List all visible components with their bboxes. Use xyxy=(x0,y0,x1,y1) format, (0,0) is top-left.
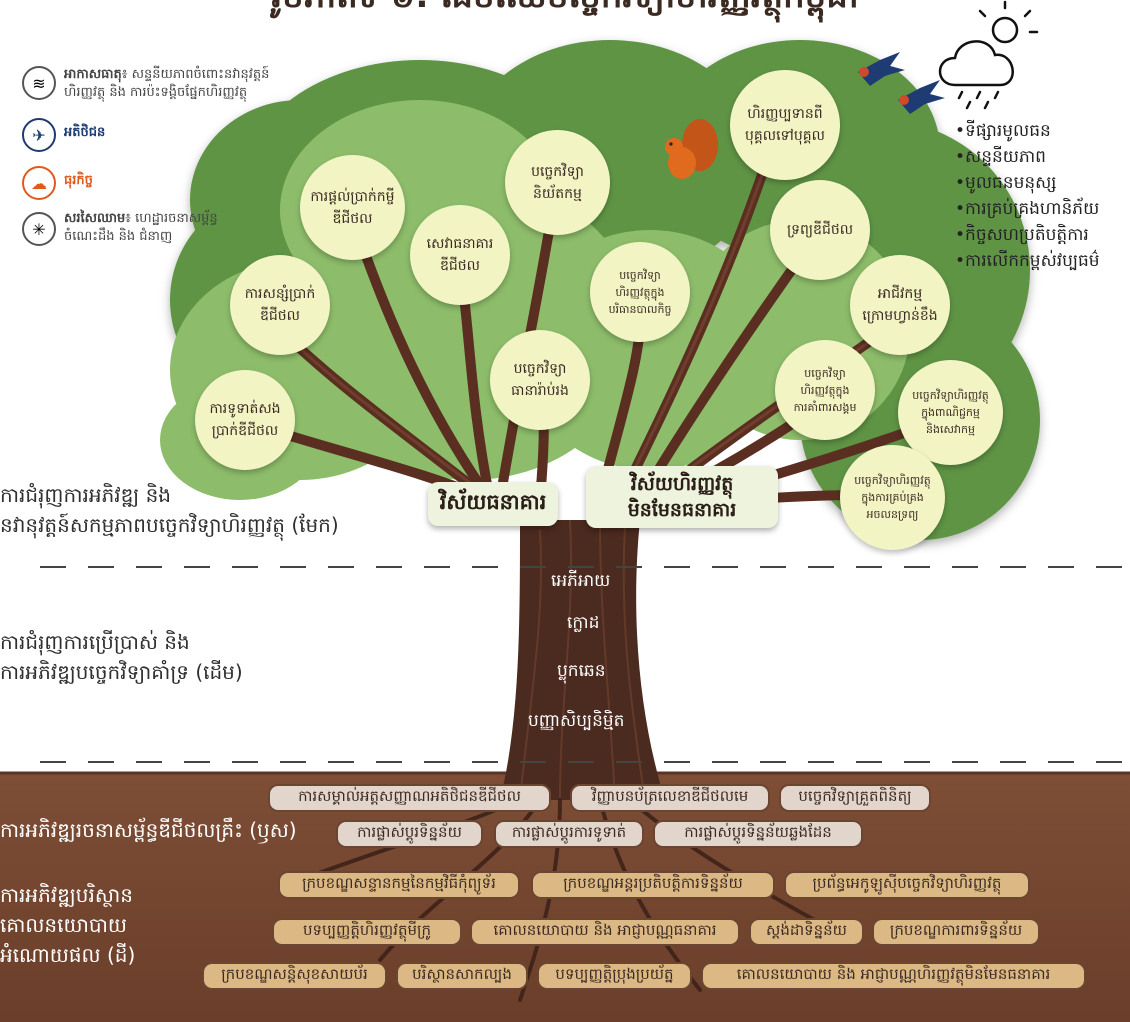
trunk-label-cloud: ក្លោដ xyxy=(567,613,600,633)
bubble-digital-lending: ការផ្តល់ប្រាក់កម្ចី ឌីជីថល xyxy=(300,155,405,260)
soil-pill: បទប្បញ្ញត្តិប្រុងប្រយ័ត្ន xyxy=(537,962,692,990)
legend-climate-text: ៖ សន្ទនីយភាពចំពោះនវានុវត្តន៍ ហិរញ្ញវត្ថុ… xyxy=(64,67,270,100)
soil-pill: គោលនយោបាយ និង អាជ្ញាបណ្ណធនាគារ xyxy=(470,918,740,946)
root-pill: បច្ចេកវិទ្យាគ្រួតពិនិត្យ xyxy=(779,784,931,812)
trunk-label-ai: បញ្ញាសិប្បនិម្មិត xyxy=(528,711,625,731)
soil-pill: ក្របខណ្ឌការពារទិន្នន័យ xyxy=(872,918,1040,946)
soil-pill: គោលនយោបាយ និង អាជ្ញាបណ្ណហិរញ្ញវត្ថុមិនមែ… xyxy=(701,962,1086,990)
soil-pill: ស្តង់ដាទិន្នន័យ xyxy=(749,918,864,946)
weather-factor-list: •ទីផ្សារមូលធន •សន្ទនីយភាព •មូលធនមនុស្ស •… xyxy=(955,118,1100,274)
bird-legend-icon: ✈ xyxy=(22,118,56,152)
squirrel-icon xyxy=(665,119,718,179)
side-label-trunk: ការជំរុញការប្រើប្រាស់ និង ការអភិវឌ្ឍបច្ច… xyxy=(0,630,243,684)
diagram-title: រូបភាពទី ៦: ដើមឈើបច្ចេកវិទ្យាហិរញ្ញវត្ថុ… xyxy=(0,0,1130,24)
weather-factor-item: •ទីផ្សារមូលធន xyxy=(955,121,1051,141)
water-icon: ≋ xyxy=(22,66,56,100)
legend-customers: អតិថិជន xyxy=(64,124,105,142)
soil-pill: បទប្បញ្ញត្តិហិរញ្ញវត្ថុមីក្រូ xyxy=(272,918,462,946)
soil-pill: ក្របខណ្ឌអន្តរប្រតិបត្តិការទិន្នន័យ xyxy=(531,871,775,899)
soil-pill: បរិស្ថានសាកល្បង xyxy=(396,962,528,990)
sector-banking: វិស័យធនាគារ xyxy=(428,482,558,526)
trunk-label-blockchain: ប្លុកឆេន xyxy=(557,661,606,681)
root-pill: ការផ្លាស់ប្តូរទិន្នន័យឆ្លងដែន xyxy=(653,820,863,848)
weather-icon xyxy=(938,0,1039,110)
bubble-p2p-lending: ហិរញ្ញប្បទានពី បុគ្គលទៅបុគ្គល xyxy=(730,70,840,180)
bubble-digital-payments: ការទូទាត់សង ប្រាក់ឌីជីថល xyxy=(195,370,295,470)
weather-factor-item: •សន្ទនីយភាព xyxy=(955,147,1046,167)
root-pill: វិញ្ញាបនប័ត្រលេខាឌីជីថលមេ xyxy=(570,784,770,812)
bubble-regtech: បច្ចេកវិទ្យា និយ័តកម្ម xyxy=(505,130,610,235)
soil-pill: ក្របខណ្ឌសន្តិសុខសាយប័រ xyxy=(202,962,387,990)
bubble-digital-banking: សេវាធនាគារ ឌីជីថល xyxy=(410,205,510,305)
weather-factor-item: •ការលើកកម្ពស់វប្បធម៌ xyxy=(955,251,1100,271)
side-label-soil: ការអភិវឌ្ឍបរិស្ថាន គោលនយោបាយ អំណោយផល (ដី… xyxy=(0,883,136,967)
legend-business: ធុរកិច្ច xyxy=(64,172,93,190)
legend-business-title: ធុរកិច្ច xyxy=(64,173,93,188)
side-label-branches: ការជំរុញការអភិវឌ្ឍ និង នវានុវត្តន៍សកម្មភ… xyxy=(0,483,339,537)
bird-icon xyxy=(858,52,945,114)
bubble-real-estate: បច្ចេកវិទ្យាហិរញ្ញវត្ថុ ក្នុងការគ្រប់គ្រ… xyxy=(840,445,945,550)
bubble-govtech: បច្ចេកវិទ្យា ហិរញ្ញវត្ថុក្នុង បរិធានបាលក… xyxy=(590,242,690,342)
sector-non-banking: វិស័យហិរញ្ញវត្ថុ មិនមែនធនាគារ xyxy=(586,466,778,528)
bubble-insurtech: បច្ចេកវិទ្យា ធានារ៉ាប់រង xyxy=(490,330,590,430)
weather-factor-item: •កិច្ចសហប្រតិបត្តិការ xyxy=(955,225,1089,245)
bubble-digital-savings: ការសន្សំប្រាក់ ឌីជីថល xyxy=(230,255,330,355)
soil-pill: ក្របខណ្ឌសន្ទានកម្មនៃកម្មវិធីកុំព្យូទ័រ xyxy=(278,871,520,899)
root-pill: ការផ្លាស់ប្តូរការទូទាត់ xyxy=(494,820,644,848)
bubble-trade-services: បច្ចេកវិទ្យាហិរញ្ញវត្ថុ ក្នុងពាណិជ្ជកម្ម… xyxy=(898,360,1003,465)
legend-climate: អាកាសធាតុ៖ សន្ទនីយភាពចំពោះនវានុវត្តន៍ ហិ… xyxy=(64,66,269,102)
legend-roots-text: ៖ ហេដ្ឋារចនាសម្ព័ន្ធ ចំណេះដឹង និង ជំនាញ xyxy=(64,211,218,244)
root-pill: ការសម្គាល់អត្តសញ្ញាណអតិថិជនឌីជីថល xyxy=(268,784,551,812)
root-pill: ការផ្លាស់ប្តូរទិន្នន័យ xyxy=(336,820,483,848)
bubble-social-protection: បច្ចេកវិទ្យា ហិរញ្ញវត្ថុក្នុង ការគាំពារស… xyxy=(775,340,875,440)
weather-factor-item: •មូលធនមនុស្ស xyxy=(955,173,1057,193)
soil-pill: ប្រព័ន្ធអេកូឡូស៊ីបច្ចេកវិទ្យាហិរញ្ញវត្ថុ xyxy=(784,871,1030,899)
legend-climate-title: អាកាសធាតុ xyxy=(64,67,122,82)
legend-roots: សរសៃឈាម៖ ហេដ្ឋារចនាសម្ព័ន្ធ ចំណេះដឹង និង… xyxy=(64,210,218,246)
weather-factor-item: •ការគ្រប់គ្រងហានិភ័យ xyxy=(955,199,1100,219)
squirrel-legend-icon: ☁ xyxy=(22,166,56,200)
root-icon: ✳ xyxy=(22,212,56,246)
bubble-franchising: អាជីវកម្ម ក្រោមហ្វាន់ខឹង xyxy=(850,255,950,355)
trunk-label-api: អេភីអាយ xyxy=(551,571,611,591)
legend-customers-title: អតិថិជន xyxy=(64,125,106,140)
bubble-digital-assets: ទ្រព្យឌីជីថល xyxy=(770,180,870,280)
side-label-roots: ការអភិវឌ្ឍរចនាសម្ព័ន្ធឌីជីថលគ្រឹះ (ឫស) xyxy=(0,818,297,842)
legend-roots-title: សរសៃឈាម xyxy=(64,211,126,226)
